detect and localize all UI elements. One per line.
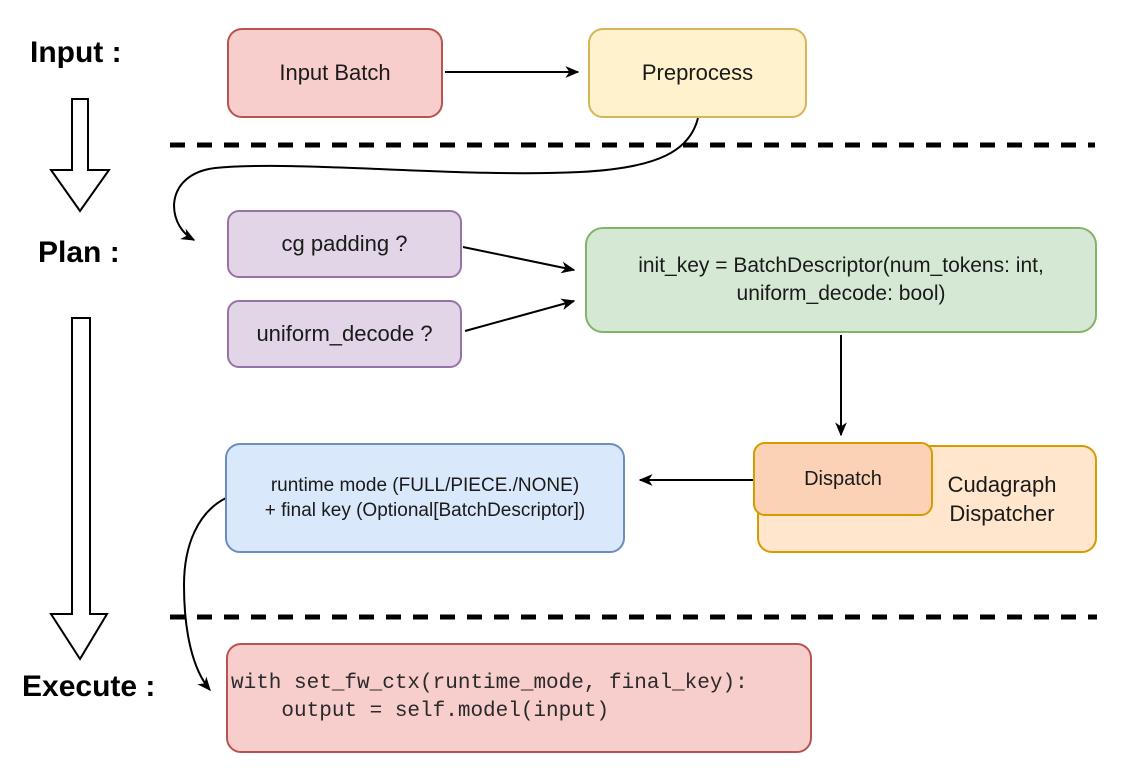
- stage-label-input: Input :: [30, 36, 122, 69]
- node-uniform-decode-label: uniform_decode ?: [256, 321, 433, 347]
- node-input-batch: Input Batch: [227, 28, 443, 118]
- node-runtime-mode-line1: runtime mode (FULL/PIECE./NONE): [270, 474, 580, 496]
- node-input-batch-label: Input Batch: [279, 60, 391, 86]
- connector-preprocess-to-cgpadding: [172, 117, 699, 241]
- node-runtime-mode-line2: + final key (Optional[BatchDescriptor]): [264, 500, 586, 521]
- node-init-key: init_key = BatchDescriptor(num_tokens: i…: [585, 227, 1097, 333]
- node-runtime-mode: runtime mode (FULL/PIECE./NONE) + final …: [225, 443, 625, 553]
- stage-label-execute: Execute :: [22, 670, 156, 703]
- node-uniform-decode: uniform_decode ?: [227, 300, 462, 368]
- node-init-key-line1: init_key = BatchDescriptor(num_tokens: i…: [638, 254, 1044, 278]
- stage-arrow-plan-to-execute-icon: [49, 317, 109, 661]
- node-preprocess-label: Preprocess: [641, 60, 754, 86]
- stage-arrow-input-to-plan-icon: [49, 98, 111, 213]
- stage-label-plan: Plan :: [38, 236, 120, 269]
- node-execute-code-line1: with set_fw_ctx(runtime_mode, final_key)…: [231, 671, 748, 695]
- node-execute-code: with set_fw_ctx(runtime_mode, final_key)…: [226, 643, 812, 753]
- node-dispatch-label: Dispatch: [804, 467, 882, 490]
- node-dispatch: Dispatch: [753, 442, 933, 516]
- node-cudagraph-dispatcher-line2: Dispatcher: [949, 501, 1055, 526]
- connector-cgpadding-to-initkey: [462, 246, 576, 274]
- connector-runtimemode-to-executecode: [182, 497, 227, 692]
- node-cudagraph-dispatcher-line1: Cudagraph: [947, 471, 1057, 497]
- node-cg-padding-label: cg padding ?: [281, 231, 408, 257]
- node-preprocess: Preprocess: [588, 28, 807, 118]
- node-cg-padding: cg padding ?: [227, 210, 462, 278]
- connector-uniformdecode-to-initkey: [464, 298, 576, 332]
- node-init-key-line2: uniform_decode: bool): [736, 282, 946, 305]
- node-execute-code-line2: output = self.model(input): [231, 700, 610, 723]
